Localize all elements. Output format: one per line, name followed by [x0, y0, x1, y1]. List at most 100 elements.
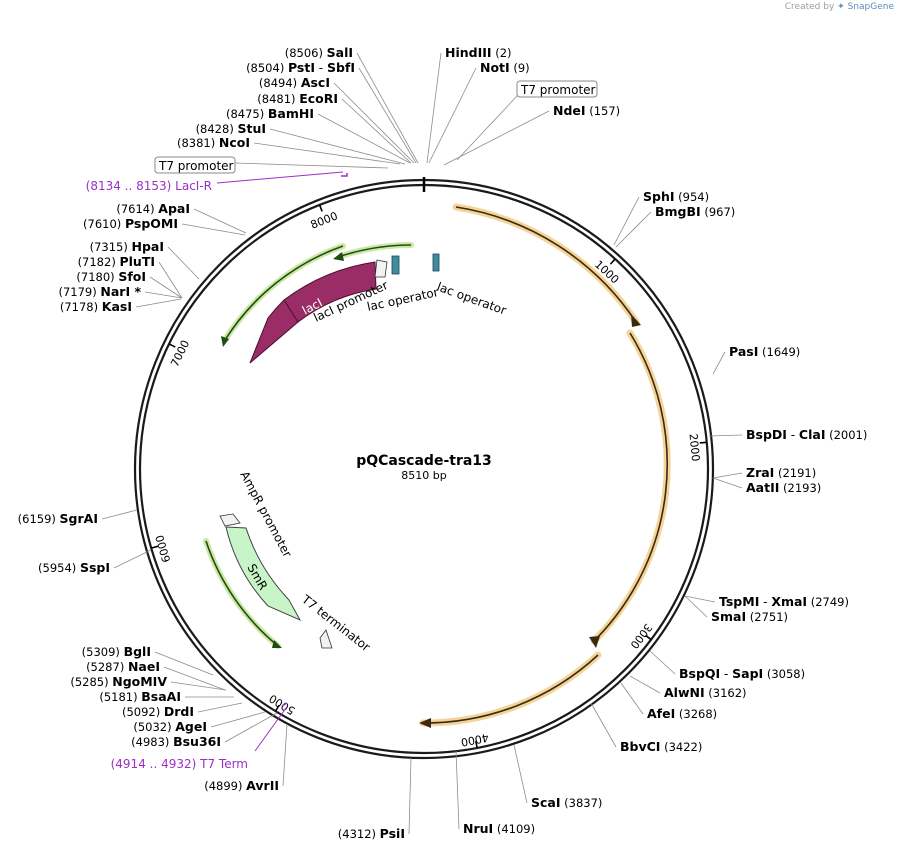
site-nari[interactable]: (7179) NarI * [58, 284, 141, 299]
boxed-t7-promoter-2: T7 promoter [154, 156, 236, 174]
site-label: BspQI - SapI (3058) [679, 666, 805, 681]
site-bbvci[interactable]: BbvCI (3422) [620, 739, 702, 754]
site-leader [358, 67, 417, 164]
site-sali[interactable]: (8506) SalI [285, 45, 353, 60]
site-name: EcoRI [299, 91, 338, 106]
site-psii[interactable]: (4312) PsiI [338, 826, 405, 841]
site-ncoi[interactable]: (8381) NcoI [177, 135, 250, 150]
site-alwni[interactable]: AlwNI (3162) [664, 685, 747, 700]
site-agei[interactable]: (5032) AgeI [133, 719, 207, 734]
tick-label-6000: 6000 [153, 533, 173, 564]
site-aatii[interactable]: AatII (2193) [746, 480, 821, 495]
green-arc-2 [224, 245, 344, 341]
site-leader [101, 509, 138, 520]
site-bsaai[interactable]: (5181) BsaAI [99, 689, 181, 704]
site-leader [163, 666, 226, 691]
site-name-2: XmaI [771, 594, 807, 609]
site-leader [149, 276, 183, 299]
site-label: (8504) PstI - SbfI [246, 60, 355, 75]
site-leader [144, 291, 183, 299]
snapgene-logo-icon: ✦ [837, 2, 845, 12]
site-leader [170, 681, 227, 691]
orange-arc-2 [593, 332, 668, 642]
site-label: BmgBI (967) [655, 204, 735, 219]
site-smai[interactable]: SmaI (2751) [711, 609, 788, 624]
site-naei[interactable]: (5287) NaeI [86, 659, 160, 674]
site-label: (8381) NcoI [177, 135, 250, 150]
site-tspmi[interactable]: TspMI - XmaI (2749) [719, 594, 849, 609]
site-bspqi[interactable]: BspQI - SapI (3058) [679, 666, 805, 681]
orange-arc-3 [422, 654, 599, 724]
site-leader [193, 208, 247, 234]
site-bamhi[interactable]: (8475) BamHI [226, 106, 314, 121]
tick-mark-8000 [318, 204, 323, 212]
site-apai[interactable]: (7614) ApaI [116, 201, 190, 216]
site-bspdi[interactable]: BspDI - ClaI (2001) [746, 427, 867, 442]
tick-mark-1000 [609, 258, 616, 265]
site-label: (5954) SspI [38, 560, 110, 575]
site-pspomi[interactable]: (7610) PspOMI [83, 216, 178, 231]
site-position: (8428) [196, 122, 238, 136]
tick-mark-5000 [274, 704, 280, 712]
site-position: (4109) [493, 822, 535, 836]
site-ndei[interactable]: NdeI (157) [553, 103, 620, 118]
site-stui[interactable]: (8428) StuI [196, 121, 266, 136]
tick-mark-2000 [699, 441, 707, 444]
site-separator: - [315, 61, 327, 75]
site-name: HpaI [132, 239, 165, 254]
site-hpai[interactable]: (7315) HpaI [90, 239, 164, 254]
primer-label-1[interactable]: (4914 .. 4932) T7 Term [111, 757, 248, 771]
site-afei[interactable]: AfeI (3268) [647, 706, 717, 721]
site-leader [620, 682, 644, 715]
site-nrui[interactable]: NruI (4109) [463, 821, 535, 836]
site-ngomiv[interactable]: (5285) NgoMIV [70, 674, 167, 689]
site-pluti[interactable]: (7182) PluTI [78, 254, 155, 269]
site-name: AgeI [175, 719, 207, 734]
site-bsu36i[interactable]: (4983) Bsu36I [131, 734, 221, 749]
site-psti[interactable]: (8504) PstI - SbfI [246, 60, 355, 75]
boxed-t7-promoter-1-label: T7 promoter [520, 83, 596, 97]
site-label: AatII (2193) [746, 480, 821, 495]
green-arc-2-arrowhead [221, 336, 229, 347]
site-ecori[interactable]: (8481) EcoRI [257, 91, 338, 106]
site-name: DrdI [164, 704, 194, 719]
site-sgrai[interactable]: (6159) SgrAI [18, 511, 98, 526]
site-kasi[interactable]: (7178) KasI [60, 299, 132, 314]
site-label: PasI (1649) [729, 344, 800, 359]
site-sfoi[interactable]: (7180) SfoI [76, 269, 146, 284]
t7-term-primer-icon [281, 702, 288, 707]
site-bmgbi[interactable]: BmgBI (967) [655, 204, 735, 219]
site-name: PspOMI [125, 216, 178, 231]
primer-labels: (8134 .. 8153) LacI-R (4914 .. 4932) T7 T… [86, 179, 248, 771]
site-name: BspDI [746, 427, 787, 442]
site-bgli[interactable]: (5309) BglI [82, 644, 151, 659]
site-separator: - [787, 428, 799, 442]
site-pasi[interactable]: PasI (1649) [729, 344, 800, 359]
site-label: (5092) DrdI [122, 704, 194, 719]
site-noti[interactable]: NotI (9) [480, 60, 530, 75]
site-label: (5309) BglI [82, 644, 151, 659]
site-scai[interactable]: ScaI (3837) [531, 795, 602, 810]
site-drdi[interactable]: (5092) DrdI [122, 704, 194, 719]
site-position: (8481) [257, 92, 299, 106]
site-name: BsaAI [141, 689, 181, 704]
site-leader [135, 298, 182, 308]
green-arc-1 [340, 244, 412, 257]
site-position: (2193) [779, 481, 821, 495]
site-leader [317, 113, 411, 164]
site-leader [224, 712, 278, 743]
site-avrii[interactable]: (4899) AvrII [204, 778, 279, 793]
site-sspi[interactable]: (5954) SspI [38, 560, 110, 575]
site-label: (8481) EcoRI [257, 91, 338, 106]
site-position: (7182) [78, 255, 120, 269]
credit-prefix: Created by [784, 2, 835, 12]
site-asci[interactable]: (8494) AscI [259, 75, 330, 90]
site-position: (5285) [70, 675, 112, 689]
site-separator: - [759, 595, 771, 609]
primer-label-0[interactable]: (8134 .. 8153) LacI-R [86, 179, 212, 193]
site-name: BbvCI [620, 739, 660, 754]
site-position: (2001) [825, 428, 867, 442]
site-zrai[interactable]: ZraI (2191) [746, 465, 816, 480]
site-sphi[interactable]: SphI (954) [643, 189, 709, 204]
site-hindiii[interactable]: HindIII (2) [445, 45, 512, 60]
